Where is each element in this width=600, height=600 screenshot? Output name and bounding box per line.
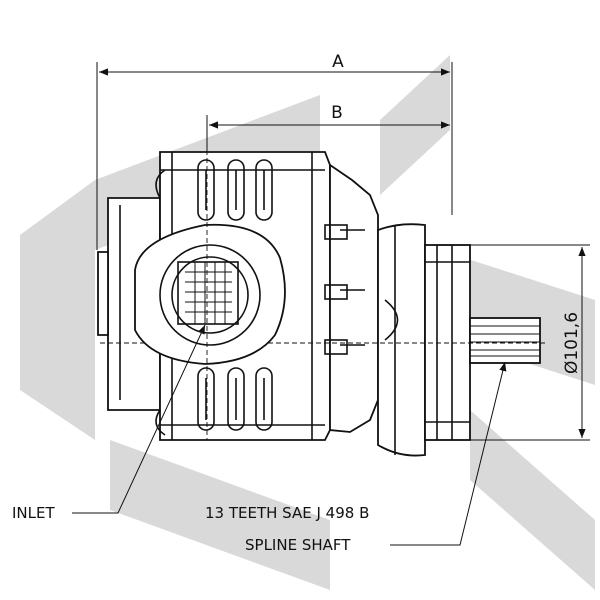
diameter-label: Ø101,6: [562, 312, 582, 374]
inlet-callout: INLET: [12, 324, 206, 522]
dimension-b-label: B: [331, 103, 343, 123]
inlet-label: INLET: [12, 504, 55, 522]
spline-shaft-label: SPLINE SHAFT: [245, 536, 351, 554]
spline-teeth-label: 13 TEETH SAE J 498 B: [205, 504, 369, 522]
dimension-diameter: Ø101,6: [470, 244, 590, 441]
dimension-a-label: A: [332, 52, 344, 72]
spline-shaft-callout: 13 TEETH SAE J 498 B SPLINE SHAFT: [205, 361, 507, 554]
pump-body: [97, 118, 545, 457]
